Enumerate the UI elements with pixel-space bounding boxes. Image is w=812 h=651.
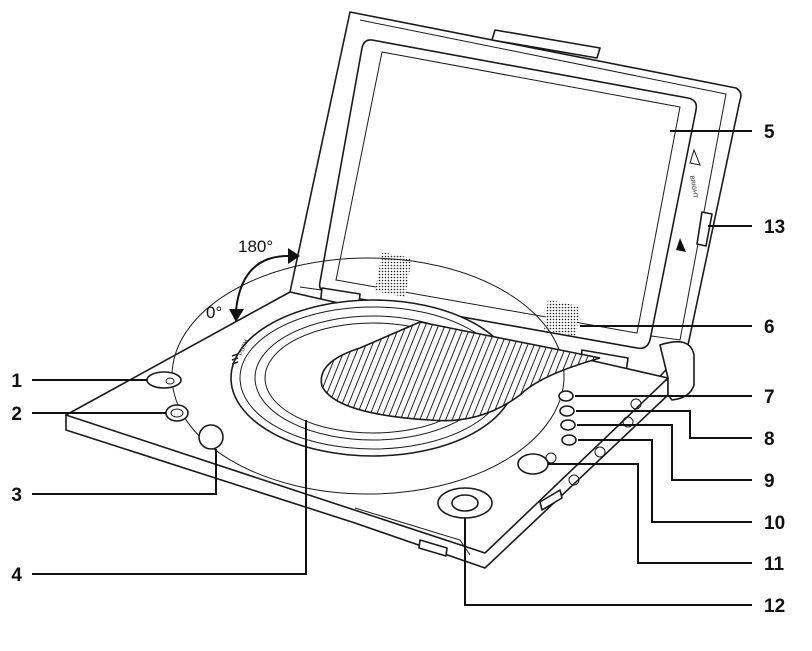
callout-8: 8 bbox=[764, 429, 775, 450]
lcd-screen bbox=[335, 51, 681, 334]
enter-button[interactable] bbox=[451, 494, 479, 512]
callout-10: 10 bbox=[764, 513, 785, 534]
power-button[interactable] bbox=[165, 404, 189, 422]
rotation-arc bbox=[235, 255, 289, 311]
jack bbox=[622, 416, 634, 428]
jack bbox=[594, 446, 606, 458]
callout-2: 2 bbox=[11, 404, 22, 425]
play-button[interactable] bbox=[517, 453, 549, 475]
callout-9: 9 bbox=[764, 471, 775, 492]
remote-sensor bbox=[198, 424, 224, 450]
bright-label: BRIGHT bbox=[688, 175, 698, 199]
jack bbox=[630, 398, 642, 410]
button-9[interactable] bbox=[560, 419, 576, 431]
disc-flap bbox=[320, 321, 601, 422]
angle-open-label: 180° bbox=[238, 237, 273, 256]
lid-latch bbox=[491, 29, 601, 59]
jack bbox=[568, 474, 580, 486]
volume-slider[interactable] bbox=[539, 489, 563, 511]
button-8[interactable] bbox=[559, 405, 575, 417]
callout-6: 6 bbox=[764, 317, 775, 338]
callout-12: 12 bbox=[764, 596, 785, 617]
callout-3: 3 bbox=[11, 485, 22, 506]
push-label: PUSH bbox=[238, 339, 250, 357]
angle-closed-label: 0° bbox=[206, 303, 222, 322]
button-10[interactable] bbox=[561, 434, 577, 446]
callout-1: 1 bbox=[11, 371, 22, 392]
callout-7: 7 bbox=[764, 387, 775, 408]
right-speaker bbox=[544, 300, 580, 336]
callout-11: 11 bbox=[764, 554, 785, 575]
callout-13: 13 bbox=[764, 217, 785, 238]
left-speaker bbox=[375, 252, 412, 297]
button-7[interactable] bbox=[558, 390, 574, 402]
leader-lines bbox=[32, 130, 752, 606]
callout-5: 5 bbox=[764, 122, 775, 143]
lid: BRIGHT bbox=[289, 11, 742, 383]
brightness-dial[interactable] bbox=[696, 211, 713, 247]
callout-4: 4 bbox=[11, 565, 22, 586]
open-button[interactable] bbox=[146, 371, 182, 389]
